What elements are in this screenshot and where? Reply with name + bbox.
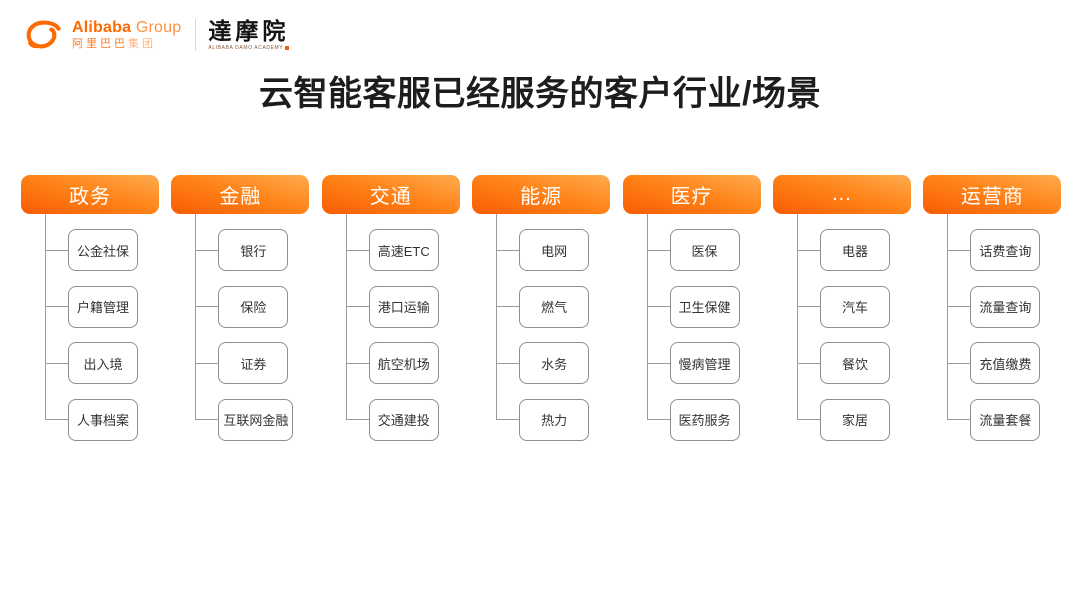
industry-header: 政务 xyxy=(21,175,159,214)
industry-item-box: 流量查询 xyxy=(947,285,1041,328)
logo-divider xyxy=(195,19,197,51)
industry-column-6: ...电器汽车餐饮家居 xyxy=(772,175,911,441)
connector-trunk-line xyxy=(345,214,347,420)
industry-children: 医保卫生保健慢病管理医药服务 xyxy=(623,214,761,441)
page-title: 云智能客服已经服务的客户行业/场景 xyxy=(259,75,821,113)
industry-header: 运营商 xyxy=(923,175,1062,214)
industry-children: 银行保险证券互联网金融 xyxy=(171,214,309,441)
connector-trunk-line xyxy=(496,214,498,420)
connector-trunk-line xyxy=(45,214,46,420)
industry-header: 医疗 xyxy=(622,175,761,214)
industry-children: 公金社保户籍管理出入境人事档案 xyxy=(21,214,159,441)
industry-column-3: 交通高速ETC 港口运输航空机场交通建投 xyxy=(321,175,460,441)
industry-item-box: 保险 xyxy=(195,285,289,328)
industry-header: 金融 xyxy=(171,175,310,214)
alibaba-group-cn: 阿里巴巴集团 xyxy=(72,37,181,51)
industry-item-box: 交通建投 xyxy=(345,398,439,441)
industry-item-box: 充值缴费 xyxy=(947,342,1041,384)
alibaba-group-wordmark: Alibaba Group xyxy=(72,18,182,37)
industry-item-box: 汽车 xyxy=(796,285,890,328)
industry-item-box: 银行 xyxy=(195,229,289,271)
industry-item-box: 电网 xyxy=(496,229,590,271)
industry-item-box: 餐饮 xyxy=(796,342,890,384)
connector-trunk-line xyxy=(646,214,648,420)
industry-column-1: 政务公金社保户籍管理出入境人事档案 xyxy=(21,175,159,441)
industry-item-box: 水务 xyxy=(496,342,590,384)
industry-item-box: 热力 xyxy=(496,398,590,441)
industry-children: 电网燃气水务热力 xyxy=(472,214,610,441)
connector-trunk-line xyxy=(947,214,949,420)
industry-column-5: 医疗医保卫生保健慢病管理医药服务 xyxy=(622,175,761,441)
industry-item-box: 医保 xyxy=(646,229,740,271)
alibaba-logo-text: Alibaba Group 阿里巴巴集团 xyxy=(72,18,182,51)
damo-en-wordmark: ALIBABA DAMO ACADEMY xyxy=(208,44,290,51)
damo-en-text: ALIBABA DAMO ACADEMY xyxy=(208,44,284,51)
alibaba-cn-word: 阿里巴巴 xyxy=(72,37,128,50)
industry-children: 电器汽车餐饮家居 xyxy=(773,214,911,441)
damo-cn-wordmark: 達摩院 xyxy=(208,17,290,44)
industry-item-box: 户籍管理 xyxy=(45,285,138,328)
industry-item-box: 燃气 xyxy=(496,285,590,328)
header-logo-bar: Alibaba Group 阿里巴巴集团 達摩院 ALIBABA DAMO AC… xyxy=(24,17,290,52)
industry-header: 交通 xyxy=(321,175,460,214)
damo-academy-logo: 達摩院 ALIBABA DAMO ACADEMY xyxy=(208,17,290,51)
damo-logo-mark xyxy=(285,46,290,50)
industry-header: ... xyxy=(772,175,911,214)
industry-item-box: 人事档案 xyxy=(45,398,138,441)
industry-item-box: 证券 xyxy=(195,342,289,384)
alibaba-smile-icon xyxy=(26,20,61,49)
industry-column-2: 金融银行保险证券互联网金融 xyxy=(171,175,310,441)
industry-item-box: 家居 xyxy=(796,398,890,441)
industry-item-box: 公金社保 xyxy=(45,229,138,271)
industry-column-7: 运营商话费查询流量查询充值缴费流量套餐 xyxy=(923,175,1062,441)
industry-item-box: 电器 xyxy=(796,229,890,271)
industry-children: 话费查询流量查询充值缴费流量套餐 xyxy=(923,214,1061,441)
industry-item-box: 流量套餐 xyxy=(947,398,1041,441)
industry-item-box: 卫生保健 xyxy=(646,285,740,328)
connector-trunk-line xyxy=(195,214,197,420)
industry-children: 高速ETC 港口运输航空机场交通建投 xyxy=(322,214,460,441)
industry-header: 能源 xyxy=(472,175,611,214)
industry-column-4: 能源电网燃气水务热力 xyxy=(472,175,611,441)
industry-item-box: 航空机场 xyxy=(345,342,439,384)
industry-item-box: 医药服务 xyxy=(646,398,740,441)
group-cn-word: 集团 xyxy=(128,37,156,50)
industry-item-box: 话费查询 xyxy=(947,229,1041,271)
industry-item-box: 慢病管理 xyxy=(646,342,740,384)
industry-item-box: 高速ETC xyxy=(345,229,439,271)
industry-item-box: 港口运输 xyxy=(345,285,439,328)
industry-item-box: 互联网金融 xyxy=(195,398,294,441)
group-word: Group xyxy=(135,18,182,36)
industry-item-box: 出入境 xyxy=(45,342,138,384)
connector-trunk-line xyxy=(796,214,798,420)
alibaba-word: Alibaba xyxy=(72,18,132,36)
